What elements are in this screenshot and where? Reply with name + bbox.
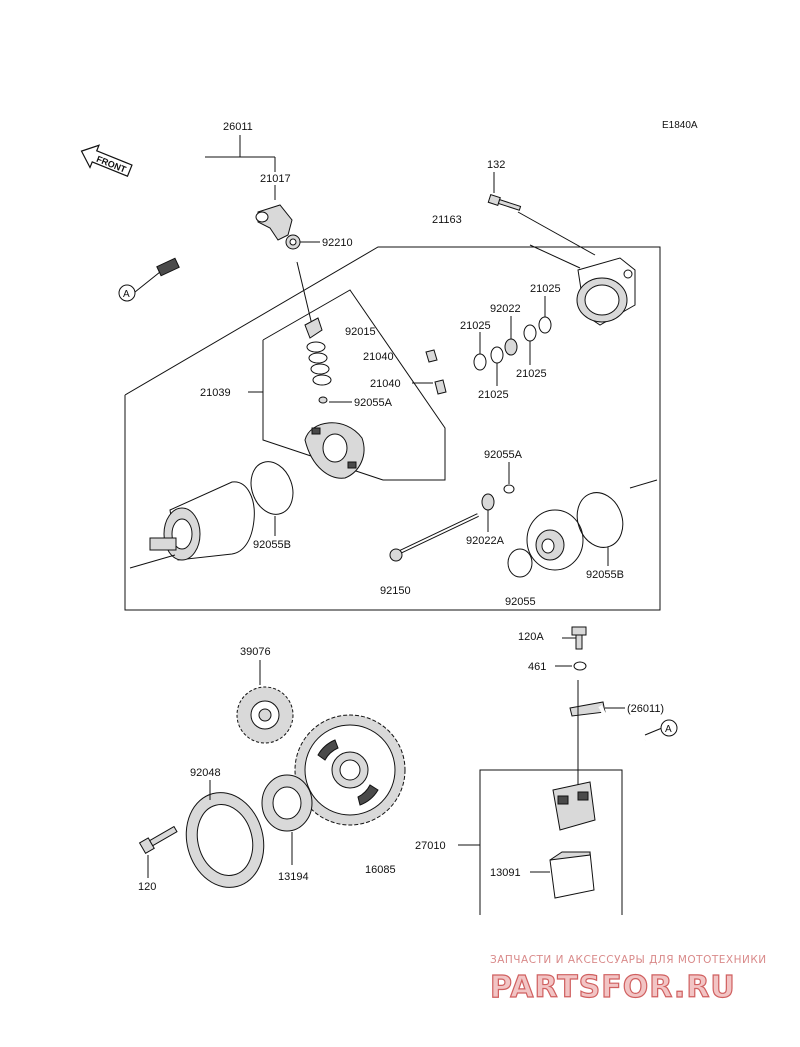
label-92055: 92055 (505, 596, 536, 608)
ref-a-label-2: A (665, 724, 672, 735)
label-132: 132 (487, 159, 505, 171)
starter-group-frame (124, 246, 661, 611)
bolt-132-part (487, 194, 522, 211)
ref-a-label: A (123, 289, 130, 300)
label-21040-b: 21040 (370, 378, 401, 390)
label-92022: 92022 (490, 303, 521, 315)
label-21017: 21017 (260, 173, 291, 185)
label-27010: 27010 (415, 840, 446, 852)
boot-21017-part (255, 204, 293, 241)
label-92048: 92048 (190, 767, 221, 779)
label-21025-a: 21025 (530, 283, 561, 295)
o-ring-right-part (576, 492, 624, 548)
label-21025-d: 21025 (478, 389, 509, 401)
relay-bolt-120a-part (571, 626, 587, 650)
relay-group-frame (479, 769, 623, 915)
starter-cable-part (156, 245, 297, 277)
relay-cover-13091-part (549, 851, 595, 899)
label-92150: 92150 (380, 585, 411, 597)
label-120a: 120A (518, 631, 544, 643)
washer-461-part (573, 661, 587, 671)
diagram-code: E1840A (662, 120, 698, 131)
label-21025-b: 21025 (460, 320, 491, 332)
o-ring-left-part (250, 461, 294, 515)
idle-gear-39076-part (236, 686, 294, 744)
front-arrow-icon: FRONT (80, 144, 133, 177)
brush-group-frame (262, 289, 446, 481)
starter-relay-part (552, 781, 596, 831)
label-92055b-a: 92055B (253, 539, 291, 551)
label-461: 461 (528, 661, 546, 673)
label-21039: 21039 (200, 387, 231, 399)
label-13091: 13091 (490, 867, 521, 879)
clutch-gear-16085-part (294, 714, 406, 826)
one-way-clutch-13194-part (261, 774, 313, 832)
through-bolt-92150-part (389, 513, 479, 562)
label-120: 120 (138, 881, 156, 893)
brush-holder-21039-part (304, 422, 365, 479)
o-ring-92055-part (507, 548, 533, 578)
watermark-brand: PARTSFOR.RU (490, 970, 736, 1005)
starter-motor-yoke-part (129, 481, 255, 569)
brush-21040-part (425, 349, 447, 395)
front-housing-part (526, 479, 658, 571)
ref-a-marker (118, 284, 136, 302)
label-92055a-a: 92055A (354, 397, 393, 409)
label-39076: 39076 (240, 646, 271, 658)
clutch-plate-92048-part (185, 792, 265, 888)
label-21040-a: 21040 (363, 351, 394, 363)
relay-bracket-part (569, 701, 646, 748)
label-92015: 92015 (345, 326, 376, 338)
label-92022a: 92022A (466, 535, 505, 547)
label-13194: 13194 (278, 871, 309, 883)
washer-92022a-part (481, 493, 495, 511)
label-26011-ref: (26011) (627, 703, 664, 715)
label-92055b-b: 92055B (586, 569, 624, 581)
label-21163: 21163 (432, 214, 462, 226)
watermark-tagline: ЗАПЧАСТИ И АКСЕССУАРЫ ДЛЯ МОТОТЕХНИКИ (490, 954, 767, 966)
label-21025-c: 21025 (516, 368, 547, 380)
label-16085: 16085 (365, 864, 396, 876)
ref-a-marker-2 (660, 719, 678, 737)
bolt-120-part (138, 825, 178, 855)
o-ring-small-part (503, 484, 515, 494)
label-26011: 26011 (223, 121, 253, 133)
brush-spring-stack-part (304, 317, 332, 404)
label-92210: 92210 (322, 237, 353, 249)
end-cover-21163-part (576, 257, 636, 326)
label-92055a-b: 92055A (484, 449, 523, 461)
nut-92210-part (285, 234, 301, 250)
